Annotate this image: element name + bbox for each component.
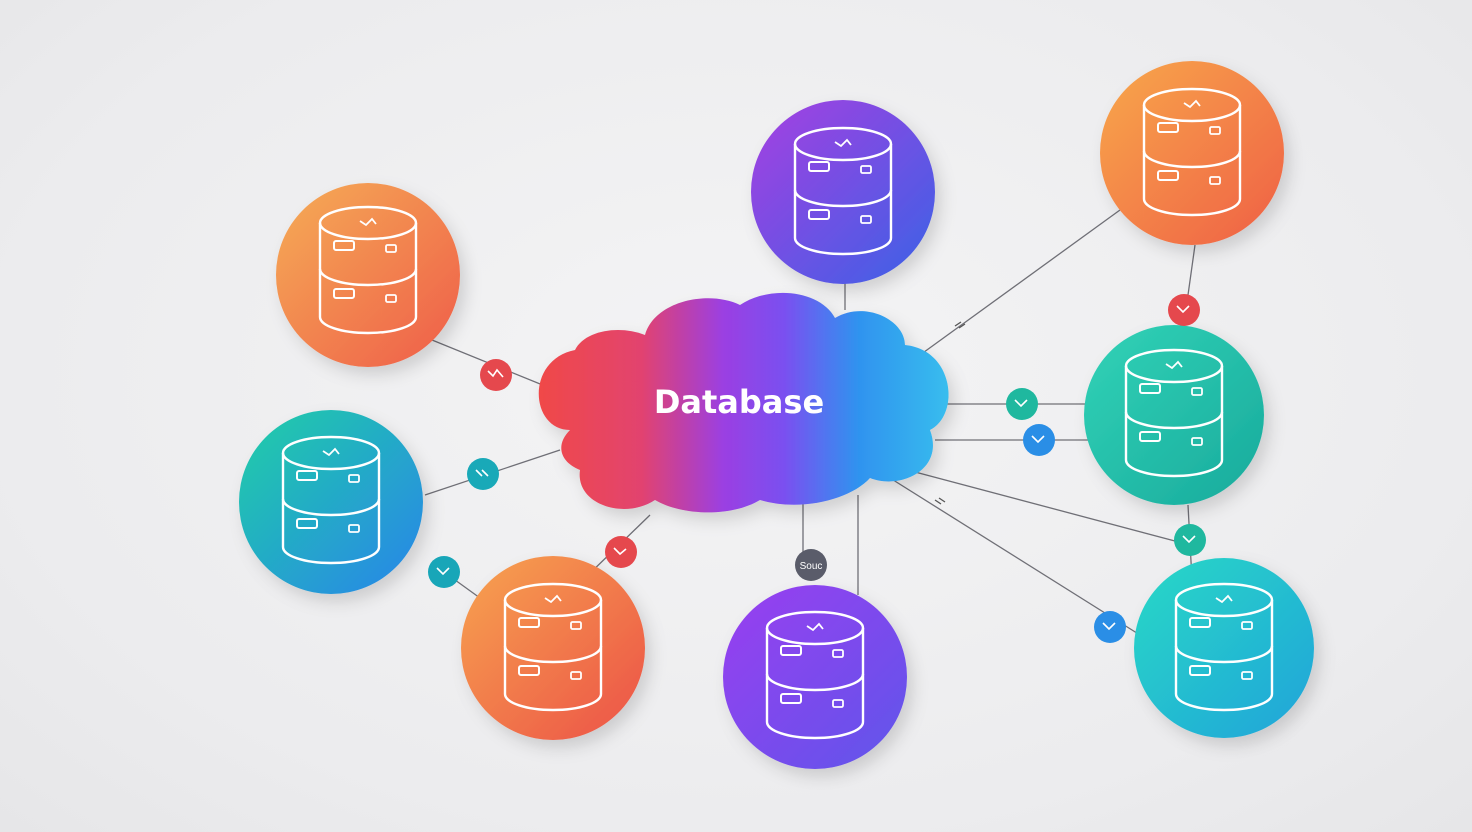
node-db-teal-left[interactable] — [239, 410, 423, 594]
node-db-orange-top-right[interactable] — [1100, 61, 1284, 245]
tick-mark — [934, 497, 946, 505]
connector-teal-right-3[interactable] — [1174, 524, 1206, 556]
tick-mark — [954, 321, 966, 329]
node-db-teal-right[interactable] — [1084, 325, 1264, 505]
connector-teal-bottom-left[interactable] — [428, 556, 460, 588]
connector-blue-right-2[interactable] — [1023, 424, 1055, 456]
node-db-purple-top[interactable] — [751, 100, 935, 284]
connector-red-left[interactable] — [480, 359, 512, 391]
line-orange-vertical — [1187, 244, 1196, 296]
line-ticks — [934, 321, 966, 505]
node-db-orange-left[interactable] — [276, 183, 460, 367]
connector-teal-right-1[interactable] — [1006, 388, 1038, 420]
connector-red-top-right[interactable] — [1168, 294, 1200, 326]
souc-badge-label: Souc — [800, 561, 823, 572]
connector-blue-bottom-right[interactable] — [1094, 611, 1126, 643]
line-orange-top-right — [919, 209, 1121, 356]
connector-teal-left[interactable] — [467, 458, 499, 490]
connector-souc-badge[interactable]: Souc — [795, 549, 827, 581]
node-db-purple-bottom[interactable] — [723, 585, 907, 769]
node-db-red-bottom[interactable] — [461, 556, 645, 740]
connector-badges: Souc — [428, 294, 1206, 643]
node-db-cyan-bottom-right[interactable] — [1134, 558, 1314, 738]
line-teal-right-3 — [899, 467, 1191, 546]
database-cloud: Database — [538, 292, 949, 513]
connector-red-bottom[interactable] — [605, 536, 637, 568]
line-cyan-bottom-right — [889, 477, 1141, 636]
cloud-label: Database — [654, 383, 824, 421]
